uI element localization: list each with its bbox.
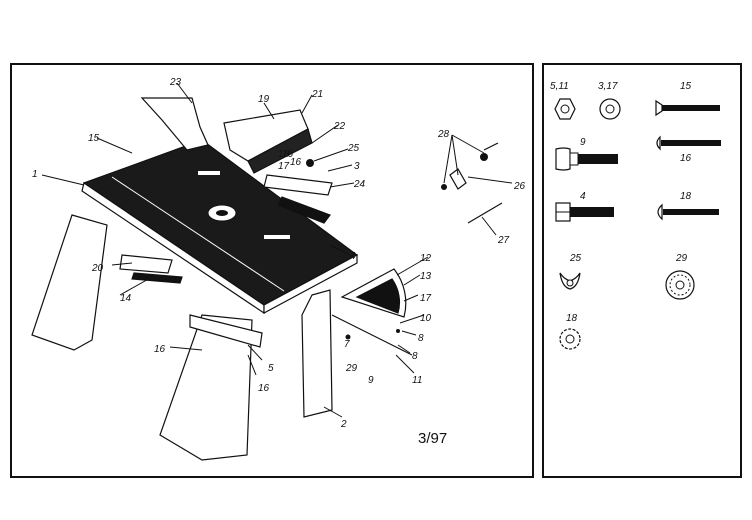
callout-29: 29 xyxy=(345,363,358,374)
hw-label-lock-washer: 18 xyxy=(566,313,578,324)
wing-nut-icon xyxy=(559,272,581,290)
callout-16b: 16 xyxy=(258,383,270,394)
callout-9: 9 xyxy=(368,375,374,386)
fence-bar xyxy=(263,174,333,196)
brace-20 xyxy=(119,254,173,274)
table-side-edge xyxy=(263,253,358,315)
callout-11: 11 xyxy=(412,375,422,386)
carriage-bolt-icon xyxy=(555,147,618,171)
lock-washer-icon xyxy=(559,328,581,350)
hardware-legend-drawing: 5,11 3,17 15 9 16 4 xyxy=(550,81,721,350)
flat-head-screw-icon xyxy=(655,99,720,117)
callout-28: 28 xyxy=(437,129,450,140)
hw-label-hex-bolt: 4 xyxy=(580,191,586,202)
callout-25: 25 xyxy=(347,143,360,154)
hex-nut-icon xyxy=(554,98,576,120)
hw-label-knob: 29 xyxy=(675,253,688,264)
callout-8a: 8 xyxy=(418,333,424,344)
callout-21: 21 xyxy=(311,89,323,100)
hw-label-pan-screw: 16 xyxy=(680,153,692,164)
callout-19: 19 xyxy=(258,94,270,105)
callout-27: 27 xyxy=(497,235,510,246)
callout-1: 1 xyxy=(32,169,38,180)
callout-12: 12 xyxy=(420,253,432,264)
screw-8 xyxy=(396,329,400,333)
callout-22: 22 xyxy=(333,121,346,132)
clamp-26 xyxy=(449,168,467,190)
router-opening-center xyxy=(216,210,228,216)
pin-27 xyxy=(467,202,503,224)
brace-14 xyxy=(131,272,183,284)
bolt-28 xyxy=(483,142,499,151)
leg-front xyxy=(159,314,253,461)
callout-23: 23 xyxy=(169,77,182,88)
fence-clamp xyxy=(277,196,331,224)
fence-slot-rear xyxy=(198,171,220,175)
truss-head-screw-icon xyxy=(657,203,719,221)
callout-4: 4 xyxy=(350,251,356,262)
nut-28 xyxy=(480,153,488,161)
exploded-view-panel: 1 2 3 4 5 7 8 8 9 10 11 12 13 14 15 16 1… xyxy=(10,63,534,478)
callout-14: 14 xyxy=(120,293,132,304)
leader-lines xyxy=(41,82,513,418)
callout-10: 10 xyxy=(420,313,432,324)
callout-5: 5 xyxy=(268,363,274,374)
washer-28 xyxy=(441,184,447,190)
hw-label-truss-screw: 18 xyxy=(680,191,692,202)
hw-label-flat-screw: 15 xyxy=(680,81,692,92)
leg-right xyxy=(301,289,333,418)
fence-slot-front xyxy=(264,235,290,239)
hex-bolt-icon xyxy=(555,202,614,222)
callout-16a: 16 xyxy=(290,157,302,168)
fence-left xyxy=(140,97,209,151)
callout-16d: 16 xyxy=(282,149,294,160)
table-rail xyxy=(111,176,285,292)
miter-gauge-scale xyxy=(355,278,401,314)
callout-17a: 17 xyxy=(278,161,290,172)
callout-18: 18 xyxy=(278,149,290,160)
callout-24: 24 xyxy=(353,179,366,190)
leg-bracket xyxy=(189,314,263,348)
leg-left xyxy=(31,214,108,351)
callouts: 1 2 3 4 5 7 8 8 9 10 11 12 13 14 15 16 1… xyxy=(32,77,526,430)
callout-15: 15 xyxy=(88,133,100,144)
pan-head-screw-icon xyxy=(656,135,721,151)
callout-7: 7 xyxy=(344,339,350,350)
callout-3: 3 xyxy=(354,161,360,172)
hardware-legend-panel: 5,11 3,17 15 9 16 4 xyxy=(542,63,742,478)
knob-29 xyxy=(345,334,351,340)
hw-label-carriage-bolt: 9 xyxy=(580,137,586,148)
flat-washer-icon xyxy=(599,98,621,120)
hw-label-nut: 5,11 xyxy=(550,81,569,92)
exploded-view-drawing: 1 2 3 4 5 7 8 8 9 10 11 12 13 14 15 16 1… xyxy=(31,77,526,461)
callout-2: 2 xyxy=(340,419,347,430)
callout-13: 13 xyxy=(420,271,432,282)
miter-bar xyxy=(331,314,413,356)
callout-16c: 16 xyxy=(154,344,166,355)
callout-17b: 17 xyxy=(420,293,432,304)
knob-25 xyxy=(306,159,314,167)
hw-label-washer: 3,17 xyxy=(598,81,618,92)
callout-8b: 8 xyxy=(412,351,418,362)
callout-26: 26 xyxy=(513,181,526,192)
diagram-code: 3/97 xyxy=(418,430,447,447)
round-knob-icon xyxy=(665,270,695,300)
hw-label-wing-nut: 25 xyxy=(569,253,582,264)
callout-20: 20 xyxy=(91,263,104,274)
